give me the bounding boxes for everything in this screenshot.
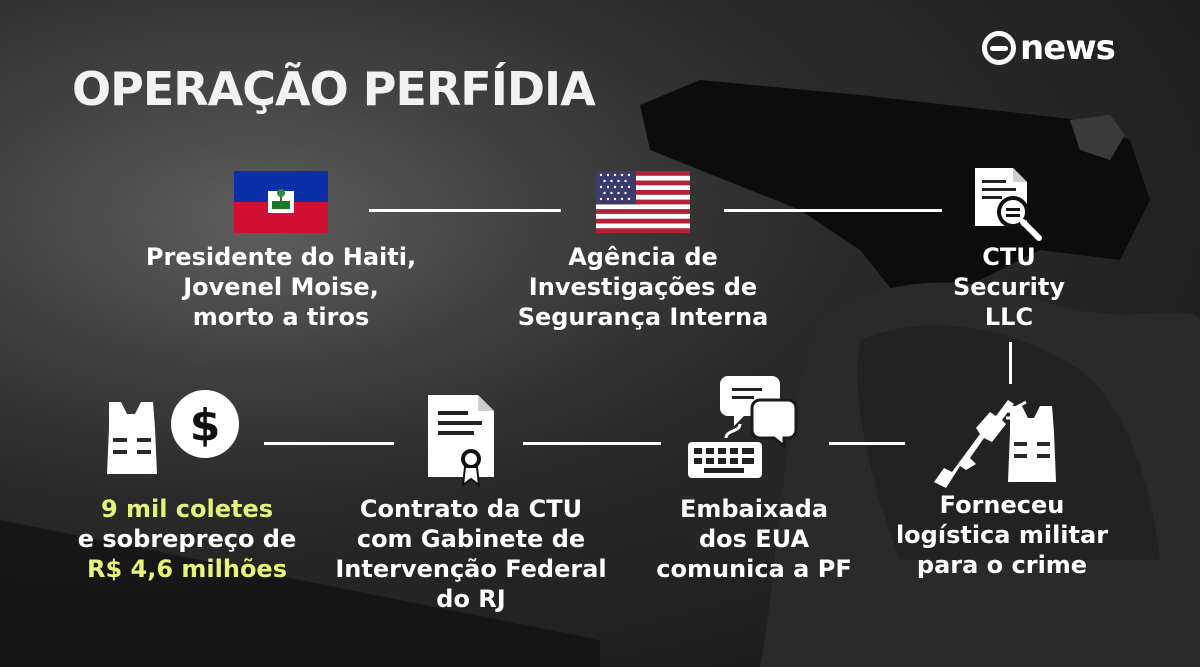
- connector-agencia-ctu: [724, 209, 942, 212]
- label-haiti: Presidente do Haiti, Jovenel Moise, mort…: [121, 242, 441, 332]
- document-search-icon: [975, 168, 1042, 241]
- globe-logo-icon: [982, 31, 1016, 65]
- label-agencia: Agência de Investigações de Segurança In…: [483, 242, 803, 332]
- svg-text:$: $: [190, 400, 221, 451]
- label-line: morto a tiros: [192, 303, 370, 331]
- label-line: Agência de: [568, 243, 718, 271]
- label-line: Investigações de: [528, 273, 758, 301]
- connector-ctu-logistica: [1009, 342, 1012, 384]
- keyboard-chat-icon: [688, 376, 798, 478]
- certificate-icon: [428, 395, 494, 487]
- label-line: com Gabinete de: [356, 525, 586, 553]
- label-line: CTU: [982, 243, 1036, 271]
- logo-text: news: [1020, 28, 1116, 68]
- label-logistica: Forneceu logística militar para o crime: [877, 490, 1127, 580]
- label-line: Presidente do Haiti,: [145, 243, 417, 271]
- label-line: comunica a PF: [656, 555, 852, 583]
- connector-contrato-coletes: [264, 442, 394, 445]
- page-title: OPERAÇÃO PERFÍDIA: [72, 62, 596, 116]
- rifle-vest-icon: [934, 400, 1056, 488]
- label-line: Embaixada: [679, 495, 829, 523]
- label-line: Contrato da CTU: [359, 495, 583, 523]
- connector-logistica-embaixada: [829, 442, 905, 445]
- haiti-flag-icon: [234, 171, 328, 233]
- label-line: LLC: [984, 303, 1034, 331]
- label-coletes: 9 mil coletes e sobrepreço de R$ 4,6 mil…: [52, 494, 322, 584]
- label-line: e sobrepreço de: [77, 525, 297, 553]
- label-embaixada: Embaixada dos EUA comunica a PF: [634, 494, 874, 584]
- vest-dollar-icon: $: [107, 390, 239, 474]
- label-line: Segurança Interna: [517, 303, 769, 331]
- usa-flag-icon: [596, 171, 690, 233]
- label-line: do RJ: [436, 585, 506, 613]
- label-line: Intervenção Federal: [335, 555, 607, 583]
- label-line: logística militar: [895, 521, 1109, 549]
- label-line-highlight: 9 mil coletes: [100, 495, 274, 523]
- label-line: para o crime: [916, 551, 1088, 579]
- label-line: Jovenel Moise,: [183, 273, 379, 301]
- label-line: Forneceu: [939, 491, 1065, 519]
- label-ctu: CTU Security LLC: [919, 242, 1099, 332]
- label-contrato: Contrato da CTU com Gabinete de Interven…: [311, 494, 631, 614]
- label-line: dos EUA: [698, 525, 810, 553]
- label-line: Security: [952, 273, 1066, 301]
- connector-embaixada-contrato: [523, 442, 661, 445]
- label-line-highlight: R$ 4,6 milhões: [86, 555, 287, 583]
- news-logo: news: [982, 28, 1116, 68]
- connector-haiti-agencia: [369, 209, 561, 212]
